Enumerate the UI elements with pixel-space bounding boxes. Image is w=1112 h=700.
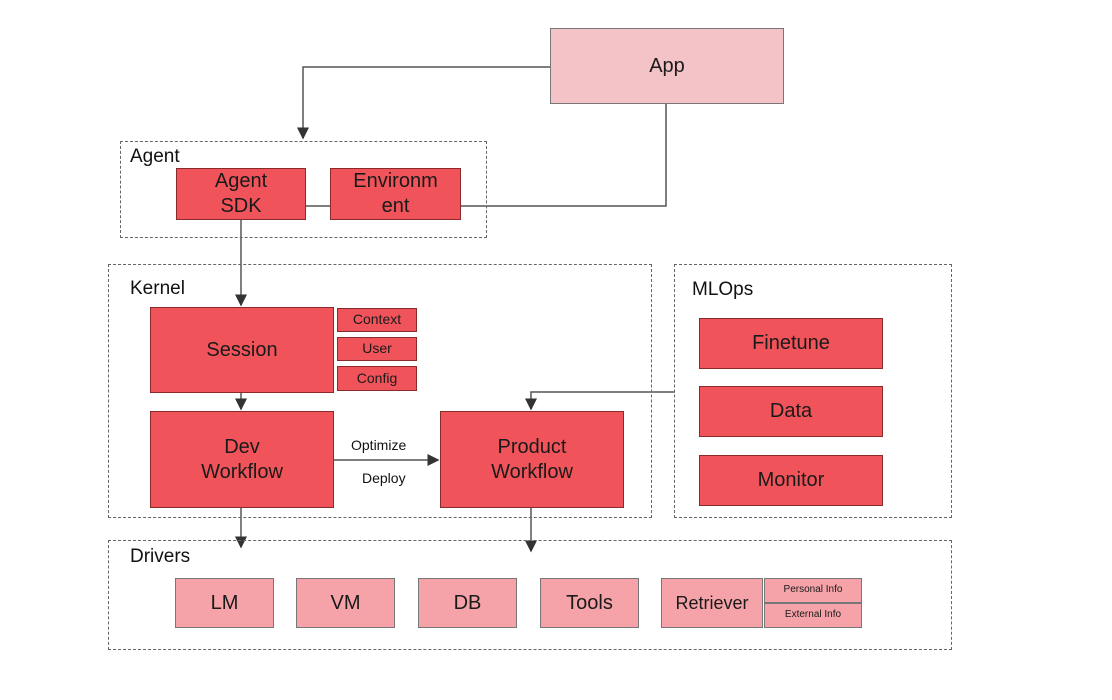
app-box: App <box>550 28 784 104</box>
environment-label-line2: ent <box>381 195 410 217</box>
product-workflow-label-line2: Workflow <box>491 460 573 483</box>
agent-sdk-label-line2: SDK <box>220 195 262 217</box>
monitor-box: Monitor <box>699 455 883 506</box>
external-info-label: External Info <box>784 609 842 621</box>
data-label: Data <box>769 400 813 422</box>
context-box: Context <box>337 308 417 332</box>
retriever-label: Retriever <box>675 592 749 613</box>
config-box: Config <box>337 366 417 391</box>
product-workflow-label-line1: Product <box>497 435 567 458</box>
finetune-label: Finetune <box>752 332 830 354</box>
tools-label: Tools <box>566 591 613 614</box>
user-label: User <box>362 340 392 357</box>
user-box: User <box>337 337 417 361</box>
optimize-label: Optimize <box>351 437 407 453</box>
monitor-label: Monitor <box>757 469 825 491</box>
dev-workflow-box: Dev Workflow <box>150 411 334 508</box>
data-box: Data <box>699 386 883 437</box>
environment-label-line1: Environm <box>353 170 438 192</box>
context-label: Context <box>352 311 402 328</box>
session-box: Session <box>150 307 334 393</box>
kernel-group-label: Kernel <box>130 278 185 299</box>
external-info-box: External Info <box>764 603 862 628</box>
db-label: DB <box>453 591 482 614</box>
mlops-to-product-connector <box>525 391 675 411</box>
personal-info-label: Personal Info <box>783 584 843 596</box>
lm-box: LM <box>175 578 274 628</box>
lm-label: LM <box>210 591 239 614</box>
product-workflow-box: Product Workflow <box>440 411 624 508</box>
finetune-box: Finetune <box>699 318 883 369</box>
agent-sdk-box: Agent SDK <box>176 168 306 220</box>
vm-label: VM <box>330 591 361 614</box>
agent-sdk-label-line1: Agent <box>214 170 268 192</box>
environment-box: Environm ent <box>330 168 461 220</box>
app-label: App <box>649 54 685 77</box>
config-label: Config <box>356 369 398 386</box>
drivers-group-label: Drivers <box>130 546 191 567</box>
dev-workflow-label-line1: Dev <box>224 435 260 458</box>
mlops-group <box>674 264 952 518</box>
tools-box: Tools <box>540 578 639 628</box>
vm-box: VM <box>296 578 395 628</box>
retriever-box: Retriever <box>661 578 763 628</box>
app-to-agent-connector <box>297 66 550 140</box>
drivers-group <box>108 540 952 650</box>
deploy-label: Deploy <box>362 470 406 486</box>
agent-group-label: Agent <box>130 146 180 167</box>
session-label: Session <box>206 338 278 361</box>
agent-group <box>120 141 487 238</box>
personal-info-box: Personal Info <box>764 578 862 603</box>
dev-workflow-label-line2: Workflow <box>201 460 283 483</box>
db-box: DB <box>418 578 517 628</box>
kernel-group <box>108 264 652 518</box>
app-to-environment-connector <box>461 104 667 207</box>
mlops-group-label: MLOps <box>692 279 754 300</box>
